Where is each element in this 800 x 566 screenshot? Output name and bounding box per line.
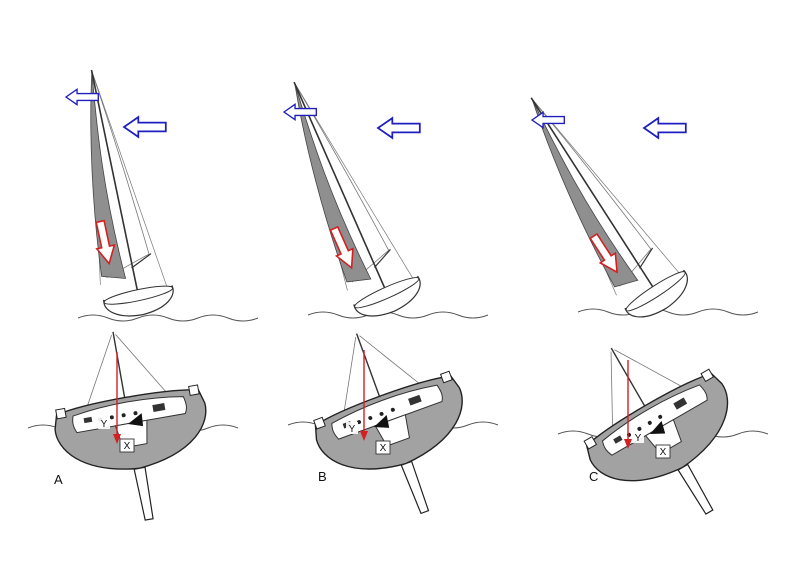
panel-c-wind-arrow-icon — [643, 117, 687, 139]
panel-a-x-label: X — [124, 441, 131, 452]
panel-a-waterline — [77, 314, 259, 322]
panel-c-y-label-bg — [632, 431, 644, 443]
panel-a-wind-arrow-icon — [123, 116, 167, 138]
panel-c-gravity-arrow-icon — [624, 439, 632, 449]
panel-c-x-label-box — [655, 444, 671, 459]
panel-a-x-label-box — [119, 438, 135, 453]
panel-a-hull-section — [39, 317, 224, 534]
panel-a-y-label: Y — [101, 419, 108, 430]
panel-c-label: C — [589, 469, 598, 484]
panel-b-waterline — [307, 311, 489, 319]
panel-b-y-label-bg — [346, 422, 358, 434]
panel-a-gravity-arrow-icon — [113, 434, 121, 444]
panel-b-x-label: X — [380, 443, 387, 454]
panel-b-label: B — [318, 469, 327, 484]
panel-b-gravity-arrow-icon — [360, 431, 368, 441]
panel-b-x-label-box — [375, 440, 391, 455]
panel-a-label: A — [54, 472, 63, 487]
panel-b-hull-section — [286, 306, 497, 540]
panel-b-sailboat — [260, 67, 428, 327]
panel-c-sailboat — [500, 78, 697, 329]
panel-c-x-label: X — [660, 447, 667, 458]
panel-b-wind-arrow-icon — [377, 117, 421, 139]
panel-c-y-label: Y — [635, 433, 642, 444]
panel-b-cg-marker-icon — [374, 414, 390, 428]
panel-a-y-label-bg — [98, 417, 110, 429]
panel-c-cg-marker-icon — [650, 420, 666, 434]
panel-a-cg-marker-icon — [128, 413, 144, 427]
panel-b-y-label: Y — [349, 424, 356, 435]
panel-c-waterline — [577, 308, 759, 316]
